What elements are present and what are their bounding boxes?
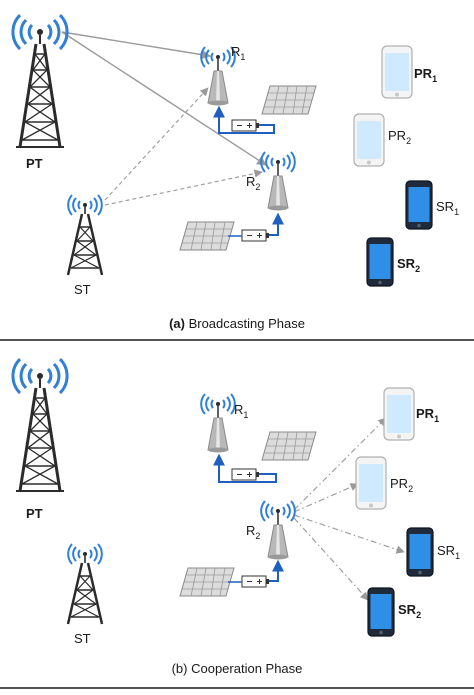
link-r2-pr1 bbox=[293, 417, 387, 511]
sr2-label: SR2 bbox=[397, 256, 420, 274]
pt-label-b: PT bbox=[26, 506, 43, 521]
r2-power-wire-b bbox=[269, 559, 284, 582]
r1-solar-panel-icon-b bbox=[261, 431, 317, 461]
pr2-phone-icon bbox=[353, 113, 385, 167]
pr1-label: PR1 bbox=[414, 66, 437, 84]
link-st-r2 bbox=[104, 169, 263, 206]
link-pt-r2 bbox=[61, 31, 267, 166]
r1-relay-icon-b bbox=[201, 394, 235, 453]
link-r2-sr2 bbox=[293, 517, 369, 601]
pr2-label: PR2 bbox=[388, 128, 411, 146]
sr2-phone-icon bbox=[366, 237, 394, 287]
r1-power-wire bbox=[213, 105, 275, 134]
link-r2-sr1 bbox=[293, 514, 405, 554]
pt-tower-icon-b bbox=[13, 359, 67, 491]
r1-battery-icon bbox=[231, 119, 260, 132]
r1-solar-panel-icon bbox=[261, 85, 317, 115]
sr1-label: SR1 bbox=[436, 199, 459, 217]
broadcast-links bbox=[61, 31, 267, 206]
r2-relay-icon-b bbox=[261, 501, 295, 560]
r2-label-b: R2 bbox=[246, 523, 260, 541]
r2-battery-icon-b bbox=[241, 575, 270, 588]
pt-label: PT bbox=[26, 156, 43, 171]
r2-relay-icon bbox=[261, 152, 295, 211]
pr2-phone-icon-b bbox=[355, 456, 387, 510]
sr1-label-b: SR1 bbox=[437, 543, 460, 561]
sr2-phone-icon-b bbox=[367, 587, 395, 637]
r2-solar-panel-icon-b bbox=[179, 567, 235, 597]
r1-label: R1 bbox=[231, 44, 245, 62]
pr1-phone-icon-b bbox=[383, 387, 415, 441]
st-tower-icon bbox=[68, 195, 102, 275]
r1-relay-icon bbox=[201, 47, 235, 106]
r1-battery-icon-b bbox=[231, 468, 260, 481]
st-tower-icon-b bbox=[68, 544, 102, 624]
link-st-r1 bbox=[104, 87, 209, 201]
sr1-phone-icon bbox=[405, 180, 433, 230]
caption-a: (a) Broadcasting Phase bbox=[169, 316, 305, 331]
st-label-b: ST bbox=[74, 631, 91, 646]
link-pt-r1 bbox=[61, 31, 211, 60]
cooperation-links bbox=[293, 417, 405, 601]
sr1-phone-icon-b bbox=[406, 527, 434, 577]
link-r2-pr2 bbox=[293, 483, 359, 513]
sr2-label-b: SR2 bbox=[398, 602, 421, 620]
pr2-label-b: PR2 bbox=[390, 476, 413, 494]
r2-solar-panel-icon bbox=[179, 221, 235, 251]
r2-label: R2 bbox=[246, 174, 260, 192]
panel-b: PT ST R1 R2 PR1 PR2 SR1 SR2 (b) Cooperat… bbox=[13, 359, 460, 676]
panel-a: PT ST R1 R2 PR1 PR2 SR1 SR2 (a) Broadcas… bbox=[13, 15, 459, 331]
r1-label-b: R1 bbox=[234, 402, 248, 420]
r2-power-wire bbox=[269, 212, 284, 236]
pr1-phone-icon bbox=[381, 45, 413, 99]
r1-power-wire-b bbox=[213, 453, 277, 483]
caption-b: (b) Cooperation Phase bbox=[172, 661, 303, 676]
pt-tower-icon bbox=[13, 15, 67, 147]
r2-battery-icon bbox=[241, 229, 270, 242]
st-label: ST bbox=[74, 282, 91, 297]
pr1-label-b: PR1 bbox=[416, 406, 439, 424]
